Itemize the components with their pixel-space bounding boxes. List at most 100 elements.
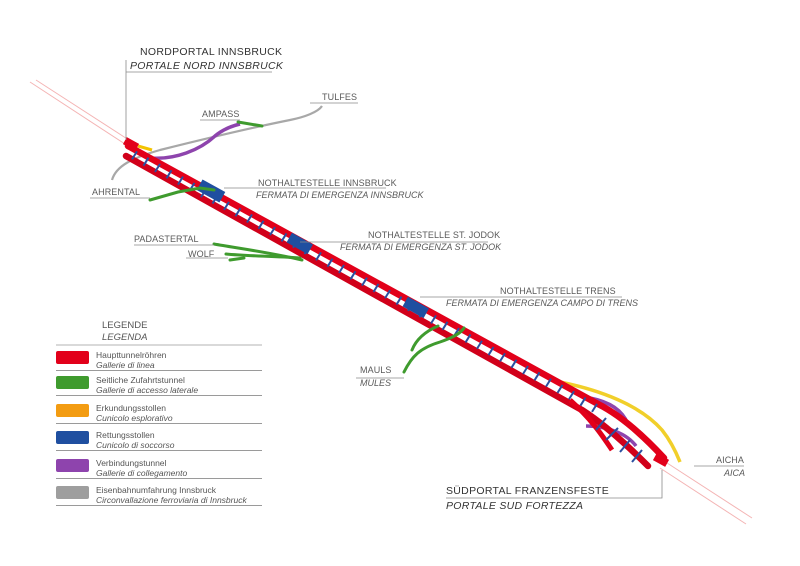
tulfes-label: TULFES (322, 92, 358, 102)
cross-passage (142, 157, 150, 167)
legend-divider (56, 370, 262, 371)
cross-passage (510, 359, 518, 369)
legend-swatch (56, 404, 89, 417)
legend-item-label: Haupttunnelröhren (96, 350, 167, 360)
cross-passage (246, 213, 253, 224)
access-mauls-2 (410, 324, 440, 352)
cross-passage (522, 365, 529, 375)
cross-passage (361, 277, 368, 287)
cross-passage (384, 289, 391, 299)
mauls-label-it: MULES (360, 378, 392, 388)
station-trens-block (402, 296, 429, 319)
rescue-rungs (131, 150, 643, 463)
cross-passage (280, 232, 288, 242)
legend-item-label: Eisenbahnumfahrung Innsbruck (96, 485, 217, 495)
legend-item-label-it: Circonvallazione ferroviaria di Innsbruc… (96, 495, 247, 505)
aicha-label: AICHA (716, 455, 745, 465)
legend-item-label: Rettungsstollen (96, 430, 155, 440)
ampass-label: AMPASS (202, 109, 240, 119)
access-tunnels (148, 120, 466, 374)
cross-passage (154, 163, 161, 173)
legend-item-rescue: Rettungsstollen Cunicolo di soccorso (56, 429, 262, 453)
legend-item-access-tunnel: Seitliche Zufahrtstunnel Gallerie di acc… (56, 374, 262, 398)
legend-divider (56, 423, 262, 424)
cross-passage (430, 314, 437, 325)
legend-divider (56, 395, 262, 396)
station-trens-label-it: FERMATA DI EMERGENZA CAMPO DI TRENS (446, 298, 639, 308)
cross-passage (269, 226, 276, 236)
legend-divider (56, 505, 262, 506)
access-ampass (236, 120, 264, 128)
cross-passage (476, 340, 483, 350)
main-tube-fork (568, 398, 615, 452)
padastertal-label: PADASTERTAL (134, 234, 199, 244)
cross-passage (338, 264, 345, 274)
cross-passage (315, 251, 322, 261)
cross-passage (464, 333, 472, 343)
station-innsbruck-label-it: FERMATA DI EMERGENZA INNSBRUCK (256, 190, 424, 200)
access-wolf (228, 256, 246, 262)
cross-passage (372, 283, 380, 293)
cross-passage (165, 169, 173, 179)
cross-passage (533, 371, 541, 381)
legend-item-bypass: Eisenbahnumfahrung Innsbruck Circonvalla… (56, 484, 262, 508)
cross-passage (631, 449, 643, 463)
legend-item-connecting: Verbindungstunnel Gallerie di collegamen… (56, 457, 262, 481)
cross-passage (326, 258, 334, 268)
station-trens-label: NOTHALTESTELLE TRENS (500, 286, 616, 296)
legend-title: LEGENDE (102, 320, 148, 331)
cross-passage (595, 417, 607, 431)
legend-item-label-it: Gallerie di linea (96, 360, 155, 370)
legend-swatch (56, 351, 89, 364)
cross-passage (545, 378, 552, 388)
legend-item-label-it: Gallerie di collegamento (96, 468, 188, 478)
cross-passage (234, 207, 242, 217)
portal-markers (122, 137, 670, 467)
legend-divider (56, 450, 262, 451)
station-jodok-label: NOTHALTESTELLE ST. JODOK (368, 230, 501, 240)
legend-item-exploratory: Erkundungsstollen Cunicolo esplorativo (56, 402, 262, 426)
main-tube-upper (124, 142, 668, 462)
wolf-label: WOLF (188, 249, 215, 259)
exploratory-tunnel-north (137, 144, 153, 152)
north-portal-label: NORDPORTAL INNSBRUCK (140, 46, 283, 58)
legend-item-label-it: Cunicolo di soccorso (96, 440, 175, 450)
leader-lines (90, 60, 744, 499)
approach-rails-north (29, 79, 133, 147)
legend-item-label: Erkundungsstollen (96, 403, 166, 413)
approach-rails-south (659, 460, 753, 525)
south-portal-label: SÜDPORTAL FRANZENSFESTE (446, 485, 610, 497)
legend-item-label-it: Cunicolo esplorativo (96, 413, 173, 423)
access-ahrental (148, 186, 216, 202)
cross-passage (605, 427, 619, 441)
access-padastertal-2 (224, 252, 302, 260)
cross-passage (591, 403, 598, 413)
station-innsbruck-label: NOTHALTESTELLE INNSBRUCK (258, 178, 397, 188)
cross-passage (579, 397, 587, 407)
mauls-label: MAULS (360, 365, 392, 375)
legend-swatch (56, 431, 89, 444)
legend-item-main-tunnel: Haupttunnelröhren Gallerie di linea (56, 349, 262, 373)
ahrental-label: AHRENTAL (92, 187, 141, 197)
south-portal-label-it: PORTALE SUD FORTEZZA (446, 500, 584, 512)
exploratory-tunnel-south (559, 380, 682, 463)
connecting-tunnel-north (149, 122, 241, 160)
station-jodok-label-it: FERMATA DI EMERGENZA ST. JODOK (340, 242, 502, 252)
leader-south-portal (446, 470, 663, 499)
cross-passage (619, 439, 631, 453)
cross-passage (395, 296, 403, 306)
legend-title-it: LEGENDA (102, 332, 148, 343)
station-jodok-block (286, 232, 313, 255)
cross-passage (177, 176, 184, 186)
cross-passage (556, 384, 564, 394)
cross-passage (441, 321, 449, 331)
cross-passage (223, 201, 230, 211)
aicha-label-it: AICA (724, 468, 746, 478)
north-portal-label-it: PORTALE NORD INNSBRUCK (130, 60, 284, 72)
cross-passage (568, 390, 575, 400)
legend-item-label-it: Gallerie di accesso laterale (96, 385, 199, 395)
legend-item-label: Seitliche Zufahrtstunnel (96, 375, 185, 385)
legend-swatch (56, 459, 89, 472)
legend-swatch (56, 376, 89, 389)
